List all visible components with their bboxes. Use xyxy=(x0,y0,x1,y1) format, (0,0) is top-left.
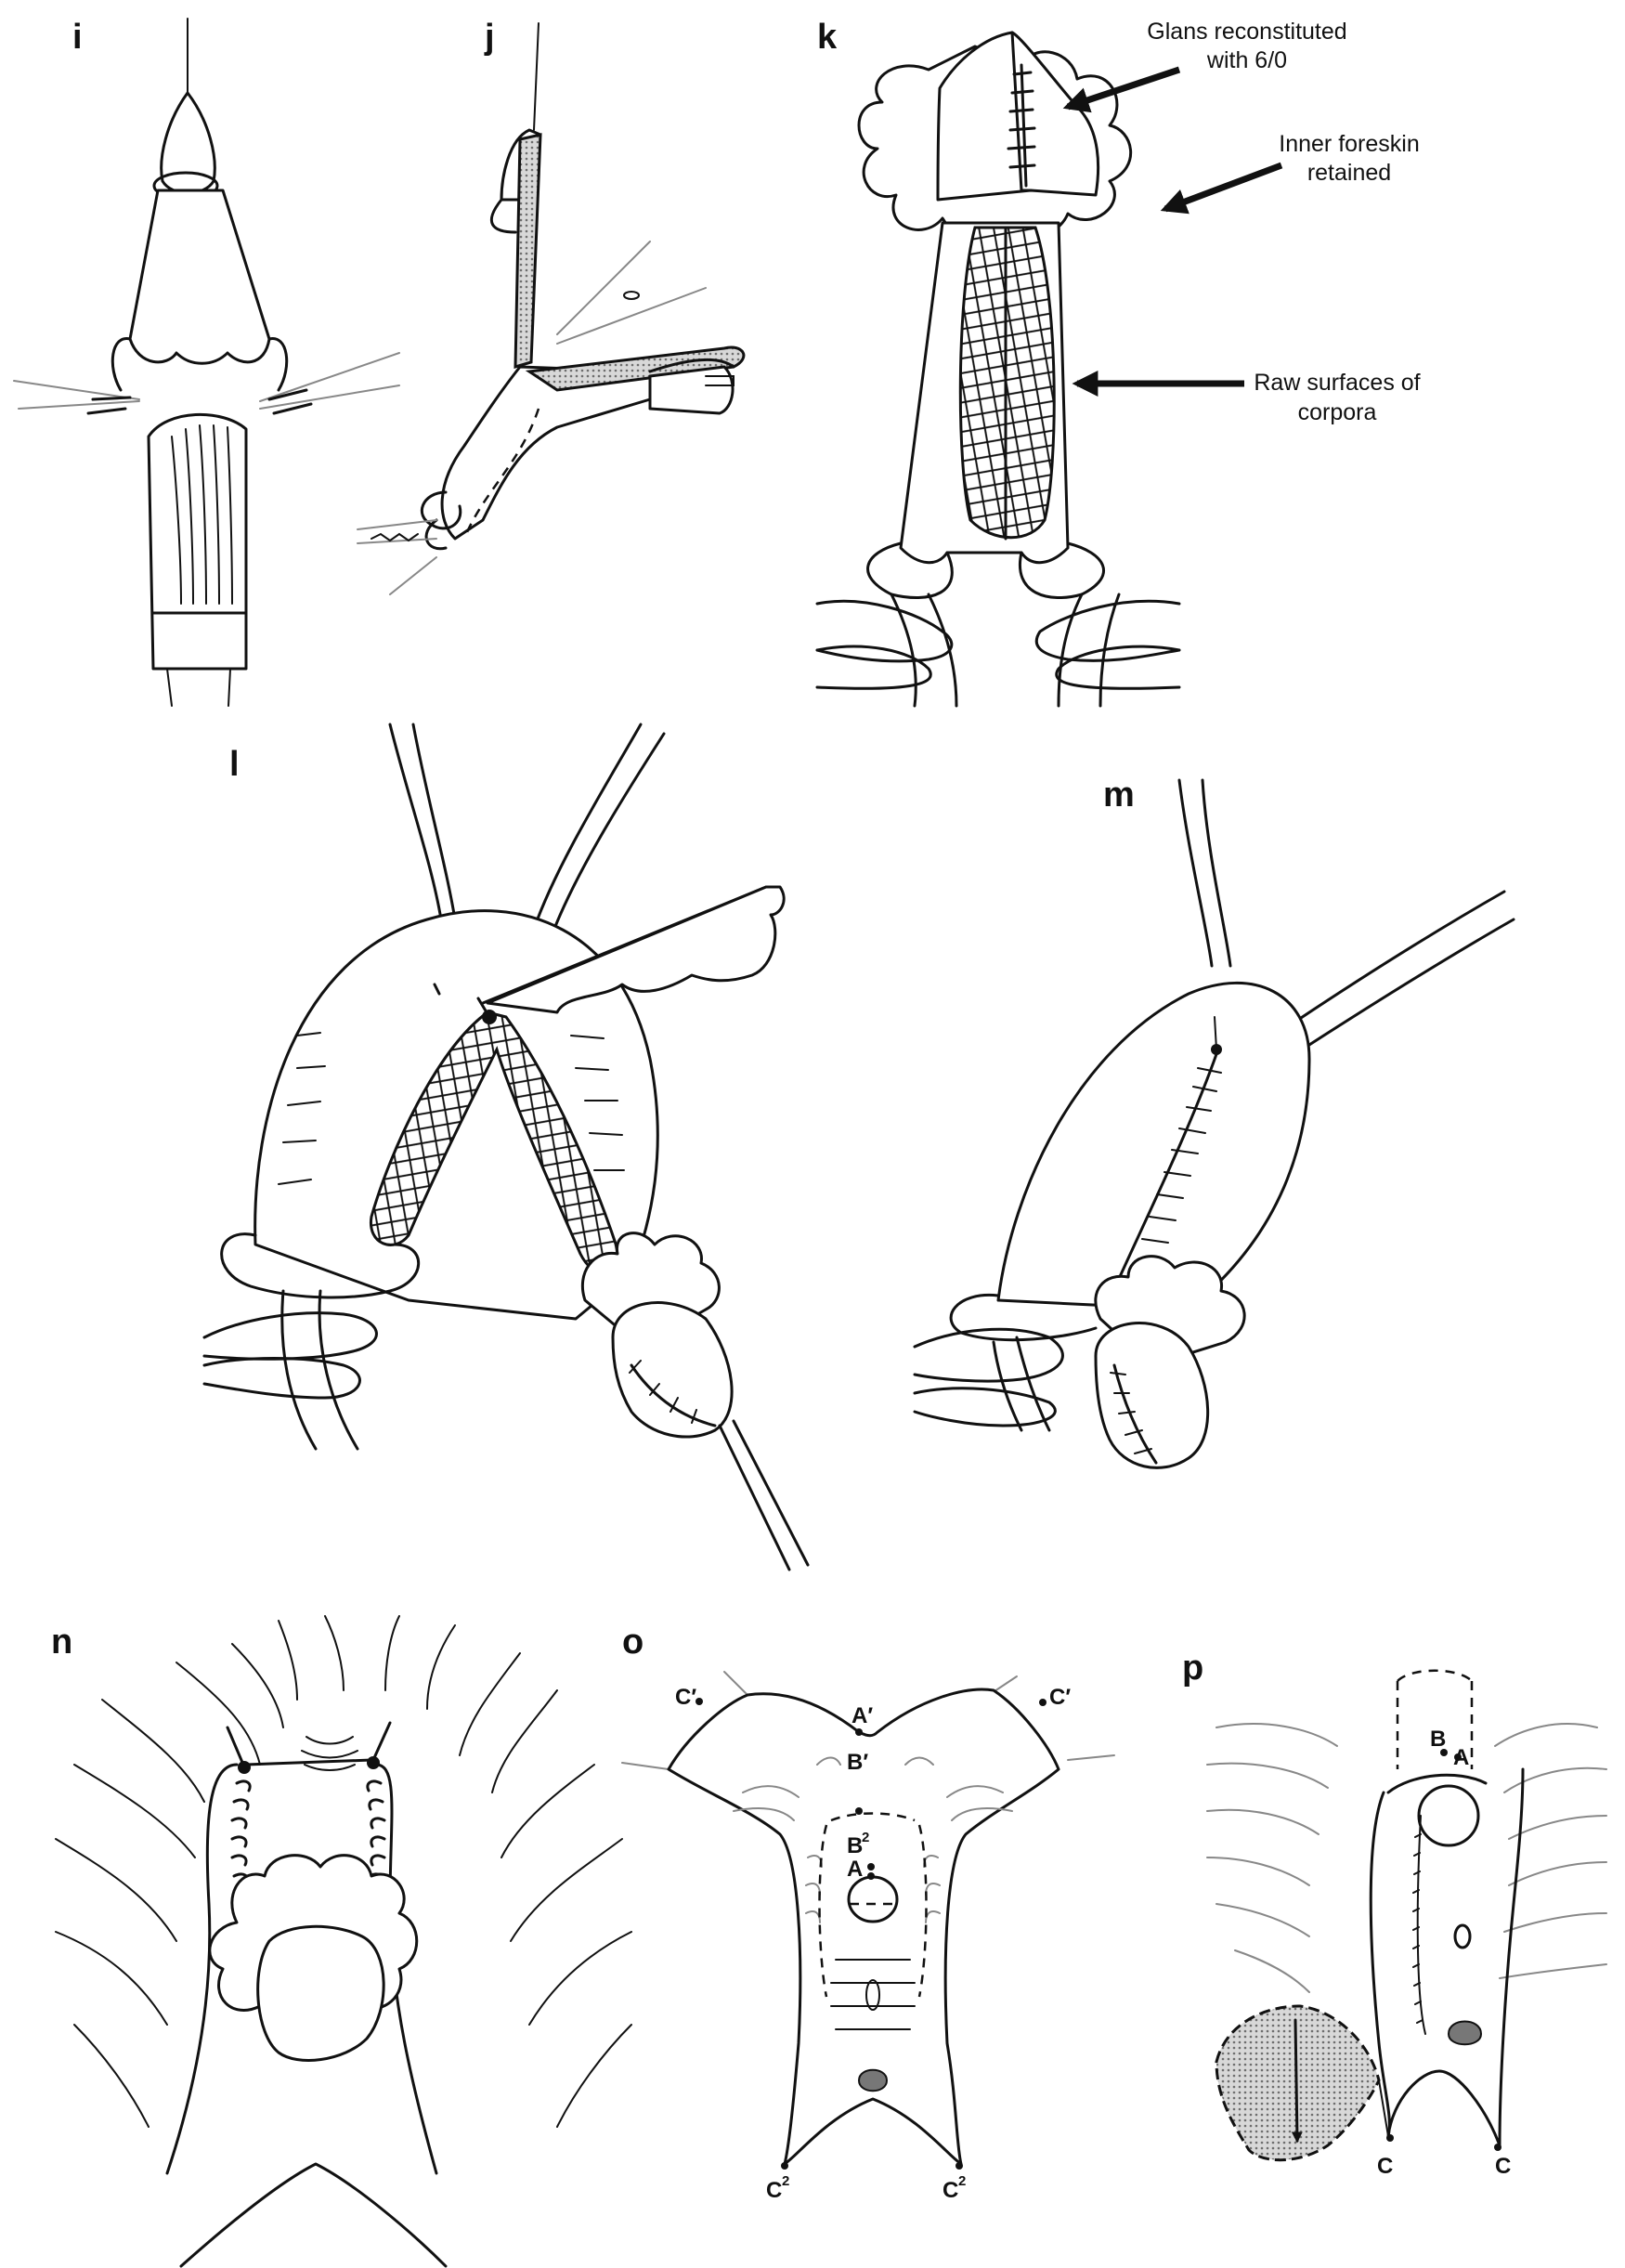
panel-m: m xyxy=(913,776,1515,1469)
point-label-b: B xyxy=(1430,1727,1446,1752)
point-label-a-top: A′ xyxy=(852,1703,873,1728)
panel-n-drawing xyxy=(55,1615,632,2268)
annotation-raw-line1: Raw surfaces of xyxy=(1254,370,1420,396)
panel-p-drawing: B A C C xyxy=(1206,1669,1607,2179)
annotation-glans-arrow xyxy=(1062,66,1181,113)
panel-k: k Glans reconstituted with 6/ xyxy=(815,18,1421,708)
panel-m-drawing xyxy=(913,778,1515,1469)
point-label-c-left: C xyxy=(1377,2154,1393,2179)
point-label-c2-left-sup: 2 xyxy=(782,2173,789,2189)
point-label-c-left: C′ xyxy=(675,1685,696,1710)
panel-j-drawing xyxy=(357,22,746,595)
annotation-foreskin-line1: Inner foreskin xyxy=(1279,131,1419,157)
point-label-c-right: C xyxy=(1495,2154,1511,2179)
panel-letter-k: k xyxy=(817,18,838,57)
panel-letter-n: n xyxy=(51,1623,72,1662)
annotation-foreskin-line2: retained xyxy=(1307,160,1391,186)
point-label-c2-right: C xyxy=(942,2178,958,2203)
point-label-b-mid-sup: 2 xyxy=(862,1830,869,1845)
point-markers-o xyxy=(696,1698,1046,2170)
panel-l: l xyxy=(202,723,810,1571)
point-label-b-top: B′ xyxy=(847,1750,868,1775)
annotation-foreskin: Inner foreskin retained xyxy=(1160,131,1420,215)
panel-letter-o: o xyxy=(622,1623,644,1662)
panel-o-drawing: C′ C′ A′ B′ B 2 A C 2 C 2 xyxy=(621,1671,1115,2203)
point-label-c2-left: C xyxy=(766,2178,782,2203)
panel-letter-i: i xyxy=(72,18,83,57)
point-label-a-mid: A xyxy=(847,1857,863,1882)
annotation-glans-line1: Glans reconstituted xyxy=(1147,19,1346,45)
panel-letter-j: j xyxy=(484,18,495,57)
panel-o: o xyxy=(621,1623,1115,2203)
annotation-glans: Glans reconstituted with 6/0 xyxy=(1062,19,1347,113)
point-label-b-mid: B xyxy=(847,1833,863,1858)
point-label-c2-right-sup: 2 xyxy=(958,2173,966,2189)
panel-p: p xyxy=(1182,1649,1607,2179)
panel-i-drawing xyxy=(13,18,400,707)
panel-l-drawing xyxy=(202,723,810,1571)
panel-letter-l: l xyxy=(229,745,240,784)
panel-letter-p: p xyxy=(1182,1649,1203,1688)
point-label-a: A xyxy=(1453,1745,1469,1770)
panel-j: j xyxy=(357,18,746,595)
annotation-raw-line2: corpora xyxy=(1298,399,1377,425)
annotation-foreskin-arrow xyxy=(1160,162,1283,215)
panel-i: i xyxy=(13,18,400,707)
annotation-raw: Raw surfaces of corpora xyxy=(1072,370,1421,425)
annotation-glans-line2: with 6/0 xyxy=(1206,47,1287,73)
panel-k-drawing xyxy=(815,31,1181,708)
panel-letter-m: m xyxy=(1103,776,1135,815)
point-label-c-right: C′ xyxy=(1049,1685,1071,1710)
panel-n: n xyxy=(51,1615,632,2268)
